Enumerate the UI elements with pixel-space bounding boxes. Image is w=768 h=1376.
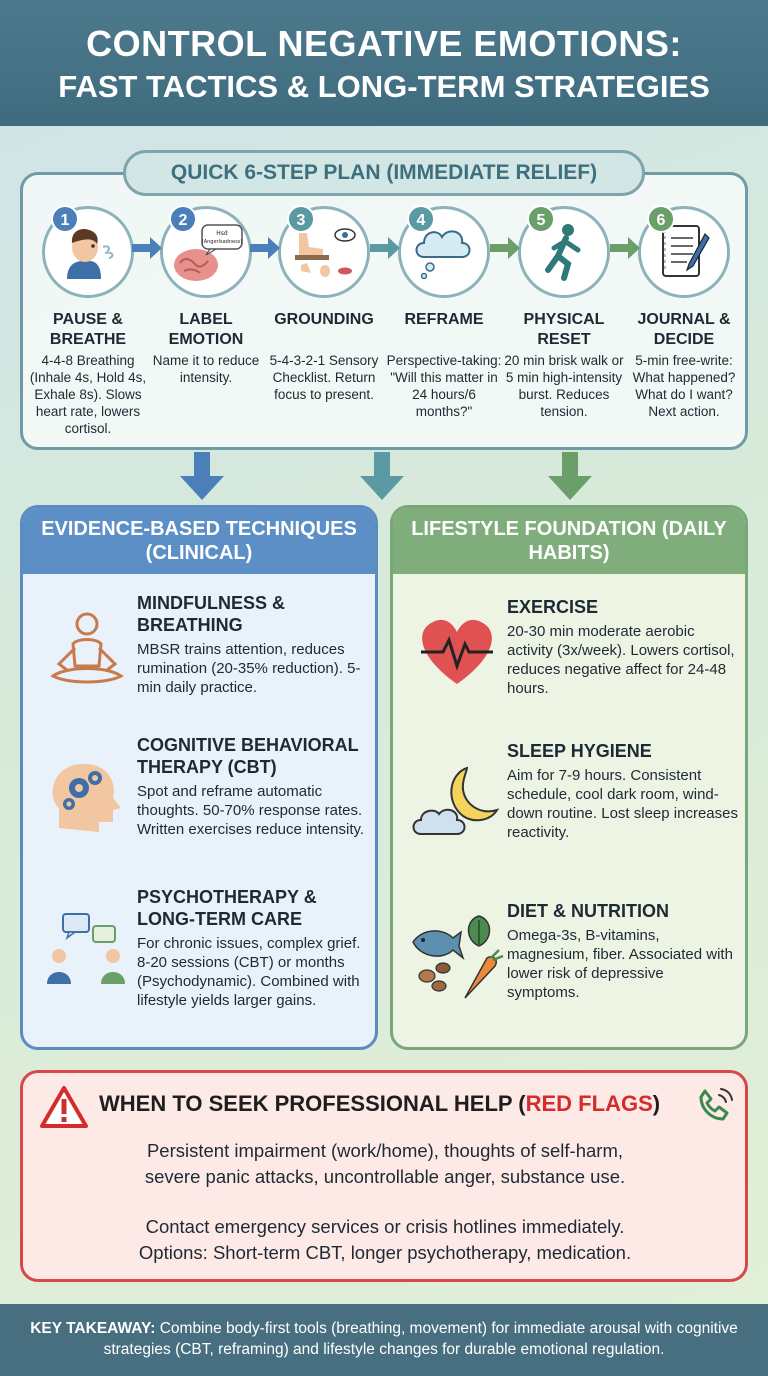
step-number: 3 xyxy=(287,205,315,233)
step-grounding: 3 GROUNDING 5-4-3-2-1 Sensory Checklist.… xyxy=(264,200,384,403)
breathing-face-icon xyxy=(67,229,114,279)
down-arrow-icon xyxy=(360,452,404,500)
item-desc: Spot and reframe automatic thoughts. 50-… xyxy=(137,783,365,838)
item-title: PSYCHOTHERAPY & LONG-TERM CARE xyxy=(137,887,317,929)
step-title: GROUNDING xyxy=(274,311,374,328)
down-arrow-icon xyxy=(548,452,592,500)
title-line-2: FAST TACTICS & LONG-TERM STRATEGIES xyxy=(58,69,710,104)
down-arrow-icon xyxy=(180,452,224,500)
step-number: 5 xyxy=(527,205,555,233)
title-line-1: CONTROL NEGATIVE EMOTIONS: xyxy=(86,23,682,64)
step-pause-breathe: 1 PAUSE & BREATHE 4-4-8 Breathing (Inhal… xyxy=(28,200,148,437)
brain-icon: Hsd (Angerlsadness) xyxy=(174,224,243,281)
key-takeaway-label: KEY TAKEAWAY: xyxy=(30,1320,156,1337)
meditation-icon xyxy=(50,612,124,684)
key-takeaway-text: Combine body-first tools (breathing, mov… xyxy=(103,1320,738,1358)
arrow-right-icon xyxy=(370,237,400,259)
lifestyle-title: LIFESTYLE FOUNDATION (DAILY HABITS) xyxy=(393,508,745,574)
item-desc: MBSR trains attention, reduces ruminatio… xyxy=(137,641,361,696)
item-title: EXERCISE xyxy=(507,597,599,617)
arrow-right-icon xyxy=(132,237,162,259)
key-takeaway: KEY TAKEAWAY: Combine body-first tools (… xyxy=(0,1304,768,1376)
red-flags-line-4: Options: Short-term CBT, longer psychoth… xyxy=(138,1242,632,1263)
arrow-right-icon xyxy=(490,237,520,259)
clinical-title: EVIDENCE-BASED TECHNIQUES (CLINICAL) xyxy=(23,508,375,574)
step-desc: Perspective-taking: "Will this matter in… xyxy=(386,353,502,419)
item-desc: For chronic issues, complex grief. 8-20 … xyxy=(137,935,361,1009)
item-title: COGNITIVE BEHAVIORAL THERAPY (CBT) xyxy=(137,735,359,777)
item-desc: 20-30 min moderate aerobic activity (3x/… xyxy=(507,623,735,697)
step-physical-reset: 5 PHYSICAL RESET 20 min brisk walk or 5 … xyxy=(504,200,624,420)
item-title: MINDFULNESS & BREATHING xyxy=(137,593,285,635)
step-title: REFRAME xyxy=(404,311,484,328)
quick-plan-title: QUICK 6-STEP PLAN (IMMEDIATE RELIEF) xyxy=(123,150,645,196)
red-flags-panel: WHEN TO SEEK PROFESSIONAL HELP (RED FLAG… xyxy=(20,1070,748,1282)
step-desc: 20 min brisk walk or 5 min high-intensit… xyxy=(504,353,624,419)
step-desc: Name it to reduce intensity. xyxy=(152,353,260,385)
lifestyle-panel: LIFESTYLE FOUNDATION (DAILY HABITS) EXER… xyxy=(390,505,748,1050)
phone-icon xyxy=(699,1088,733,1121)
step-desc: 5-min free-write: What happened? What do… xyxy=(632,353,736,419)
step-number: 6 xyxy=(647,205,675,233)
moon-cloud-icon xyxy=(412,766,500,835)
step-number: 1 xyxy=(51,205,79,233)
step-reframe: 4 REFRAME Perspective-taking: "Will this… xyxy=(384,200,504,420)
senses-icon xyxy=(295,228,356,277)
red-flags-title: WHEN TO SEEK PROFESSIONAL HELP (RED FLAG… xyxy=(99,1091,661,1116)
item-desc: Omega-3s, B-vitamins, magnesium, fiber. … xyxy=(507,927,733,1001)
item-title: SLEEP HYGIENE xyxy=(507,741,652,761)
step-number: 4 xyxy=(407,205,435,233)
header: CONTROL NEGATIVE EMOTIONS: FAST TACTICS … xyxy=(0,0,768,126)
heart-pulse-icon xyxy=(421,619,493,684)
red-flags-highlight: RED FLAGS xyxy=(525,1091,653,1116)
step-label-emotion: 2 Hsd (Angerlsadness) LABEL EMOTION Name… xyxy=(146,200,266,386)
item-desc: Aim for 7-9 hours. Consistent schedule, … xyxy=(507,767,738,841)
head-gears-icon xyxy=(52,763,121,832)
svg-text:(Angerlsadness): (Angerlsadness) xyxy=(202,239,243,245)
step-desc: 5-4-3-2-1 Sensory Checklist. Return focu… xyxy=(269,353,379,402)
red-flags-line-2: severe panic attacks, uncontrollable ang… xyxy=(144,1166,626,1187)
thought-cloud-icon xyxy=(415,230,471,280)
step-journal-decide: 6 JOURNAL & DECIDE 5-min free-write: Wha… xyxy=(624,200,744,420)
journal-icon xyxy=(662,225,710,277)
warning-icon xyxy=(40,1086,88,1128)
conversation-icon xyxy=(47,913,125,984)
svg-text:Hsd: Hsd xyxy=(216,230,228,237)
step-title: PAUSE & BREATHE xyxy=(49,311,127,348)
step-arrows xyxy=(132,237,640,259)
step-desc: 4-4-8 Breathing (Inhale 4s, Hold 4s, Exh… xyxy=(29,353,147,436)
red-flags-line-1: Persistent impairment (work/home), thoug… xyxy=(146,1140,624,1161)
quick-plan-panel xyxy=(20,172,748,450)
red-flags-line-3: Contact emergency services or crisis hot… xyxy=(145,1216,625,1237)
step-number: 2 xyxy=(169,205,197,233)
arrow-right-icon xyxy=(610,237,640,259)
step-title: JOURNAL & DECIDE xyxy=(637,311,731,348)
clinical-panel: EVIDENCE-BASED TECHNIQUES (CLINICAL) MIN… xyxy=(20,505,378,1050)
step-title: PHYSICAL RESET xyxy=(523,311,605,348)
running-icon xyxy=(545,224,581,281)
arrow-right-icon xyxy=(250,237,280,259)
healthy-food-icon xyxy=(412,915,504,999)
step-title: LABEL EMOTION xyxy=(168,311,244,348)
item-title: DIET & NUTRITION xyxy=(507,901,669,921)
